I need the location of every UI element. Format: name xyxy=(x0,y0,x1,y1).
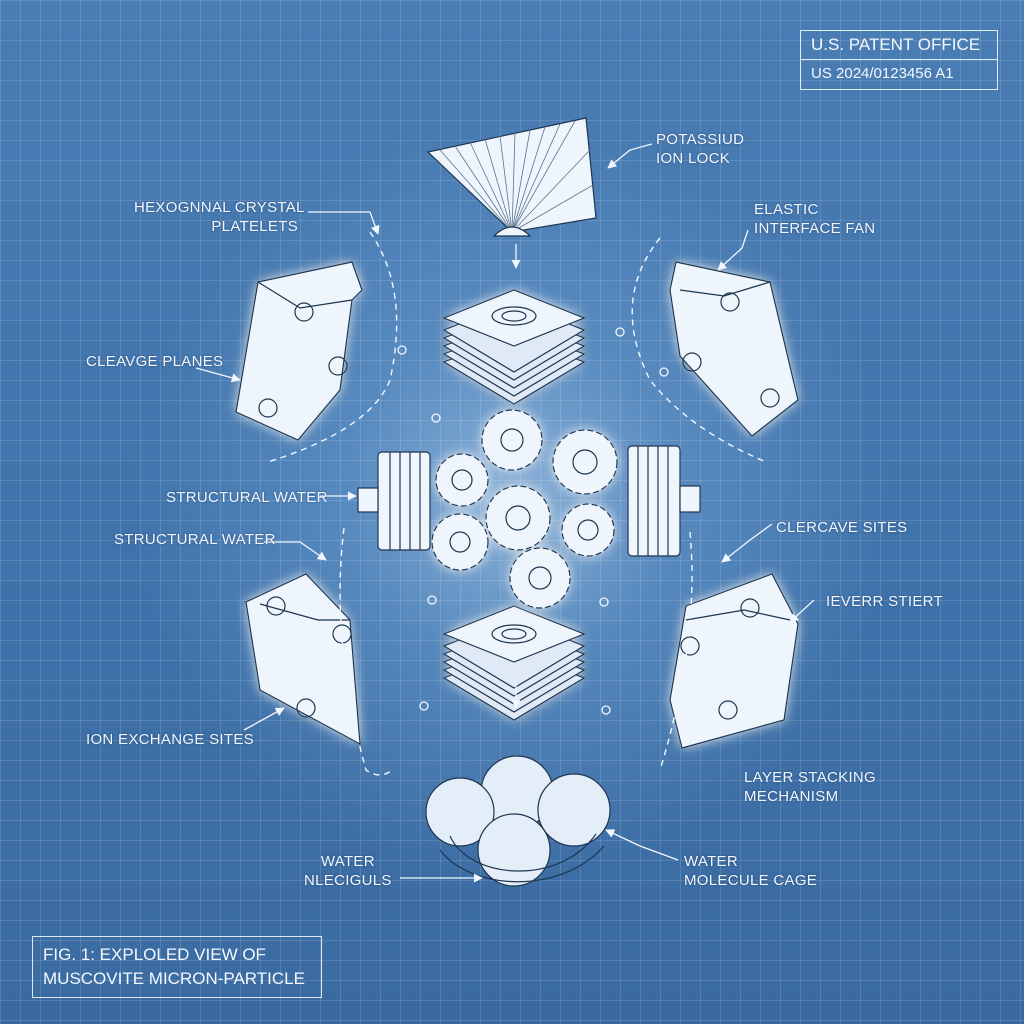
bracket-bottom-right xyxy=(669,573,799,749)
label-layer-stacking-line1: LAYER STACKING xyxy=(744,769,877,786)
label-potassium-ion-lock-line1: POTASSIUD xyxy=(656,131,745,148)
bracket-top-right xyxy=(669,261,799,437)
patent-office-stamp: U.S. PATENT OFFICE US 2024/0123456 A1 xyxy=(800,30,998,90)
figure-caption: FIG. 1: EXPLOLED VIEW OF MUSCOVITE MICRO… xyxy=(32,936,322,998)
label-hexagonal-platelets: HEXOGNNAL CRYSTAL PLATELETS xyxy=(134,198,305,236)
bracket-bottom-left xyxy=(245,573,361,746)
water-molecule-cage xyxy=(425,755,611,887)
right-fin-block xyxy=(627,445,701,557)
figure-caption-line2: MUSCOVITE MICRON-PARTICLE xyxy=(43,969,305,988)
label-water-molecule-cage: WATER MOLECULE CAGE xyxy=(684,852,817,890)
label-structural-water-2: STRUCTURAL WATER xyxy=(114,531,276,548)
label-water-nleciguls-line2: NLECIGULS xyxy=(304,872,392,889)
label-hexagonal-line2: PLATELETS xyxy=(211,218,298,235)
bottom-plate-stack xyxy=(442,605,586,721)
label-water-cage-line1: WATER xyxy=(684,853,738,870)
label-elastic-line2: INTERFACE FAN xyxy=(754,220,876,237)
gear-2 xyxy=(552,429,618,495)
bracket-top-left xyxy=(235,261,363,441)
label-potassium-ion-lock: POTASSIUD ION LOCK xyxy=(656,130,744,168)
label-elastic-interface-fan: ELASTIC INTERFACE FAN xyxy=(754,200,875,238)
label-potassium-ion-lock-line2: ION LOCK xyxy=(656,150,731,167)
patent-office-title: U.S. PATENT OFFICE xyxy=(811,35,981,54)
patent-number: US 2024/0123456 A1 xyxy=(801,59,997,88)
label-water-nleciguls-line1: WATER xyxy=(320,853,375,870)
label-elastic-line1: ELASTIC xyxy=(754,201,819,218)
gear-cluster xyxy=(431,409,618,609)
gear-6 xyxy=(431,513,489,571)
label-cleavage-planes: CLEAVGE PLANES xyxy=(86,353,224,370)
label-clercave-sites: CLERCAVE SITES xyxy=(776,519,908,536)
label-layer-stacking: LAYER STACKING MECHANISM xyxy=(744,768,876,806)
label-hexagonal-line1: HEXOGNNAL CRYSTAL xyxy=(134,199,305,216)
gear-1 xyxy=(481,409,543,471)
label-water-cage-line2: MOLECULE CAGE xyxy=(684,872,818,889)
label-layer-short: IEVERR STIERT xyxy=(826,593,943,610)
gear-3 xyxy=(435,453,489,507)
potassium-ion-lock-fan xyxy=(426,117,597,237)
gear-7 xyxy=(509,547,571,609)
figure-caption-line1: FIG. 1: EXPLOLED VIEW OF xyxy=(43,945,266,964)
label-ion-exchange-sites: ION EXCHANGE SITES xyxy=(86,731,254,748)
gear-4 xyxy=(485,485,551,551)
label-water-nleciguls: WATER NLECIGULS xyxy=(304,852,392,890)
label-structural-water-1: STRUCTURAL WATER xyxy=(166,489,328,506)
gear-5 xyxy=(561,503,615,557)
left-fin-block xyxy=(357,451,431,551)
top-plate-stack xyxy=(442,289,586,405)
label-layer-stacking-line2: MECHANISM xyxy=(744,788,839,805)
